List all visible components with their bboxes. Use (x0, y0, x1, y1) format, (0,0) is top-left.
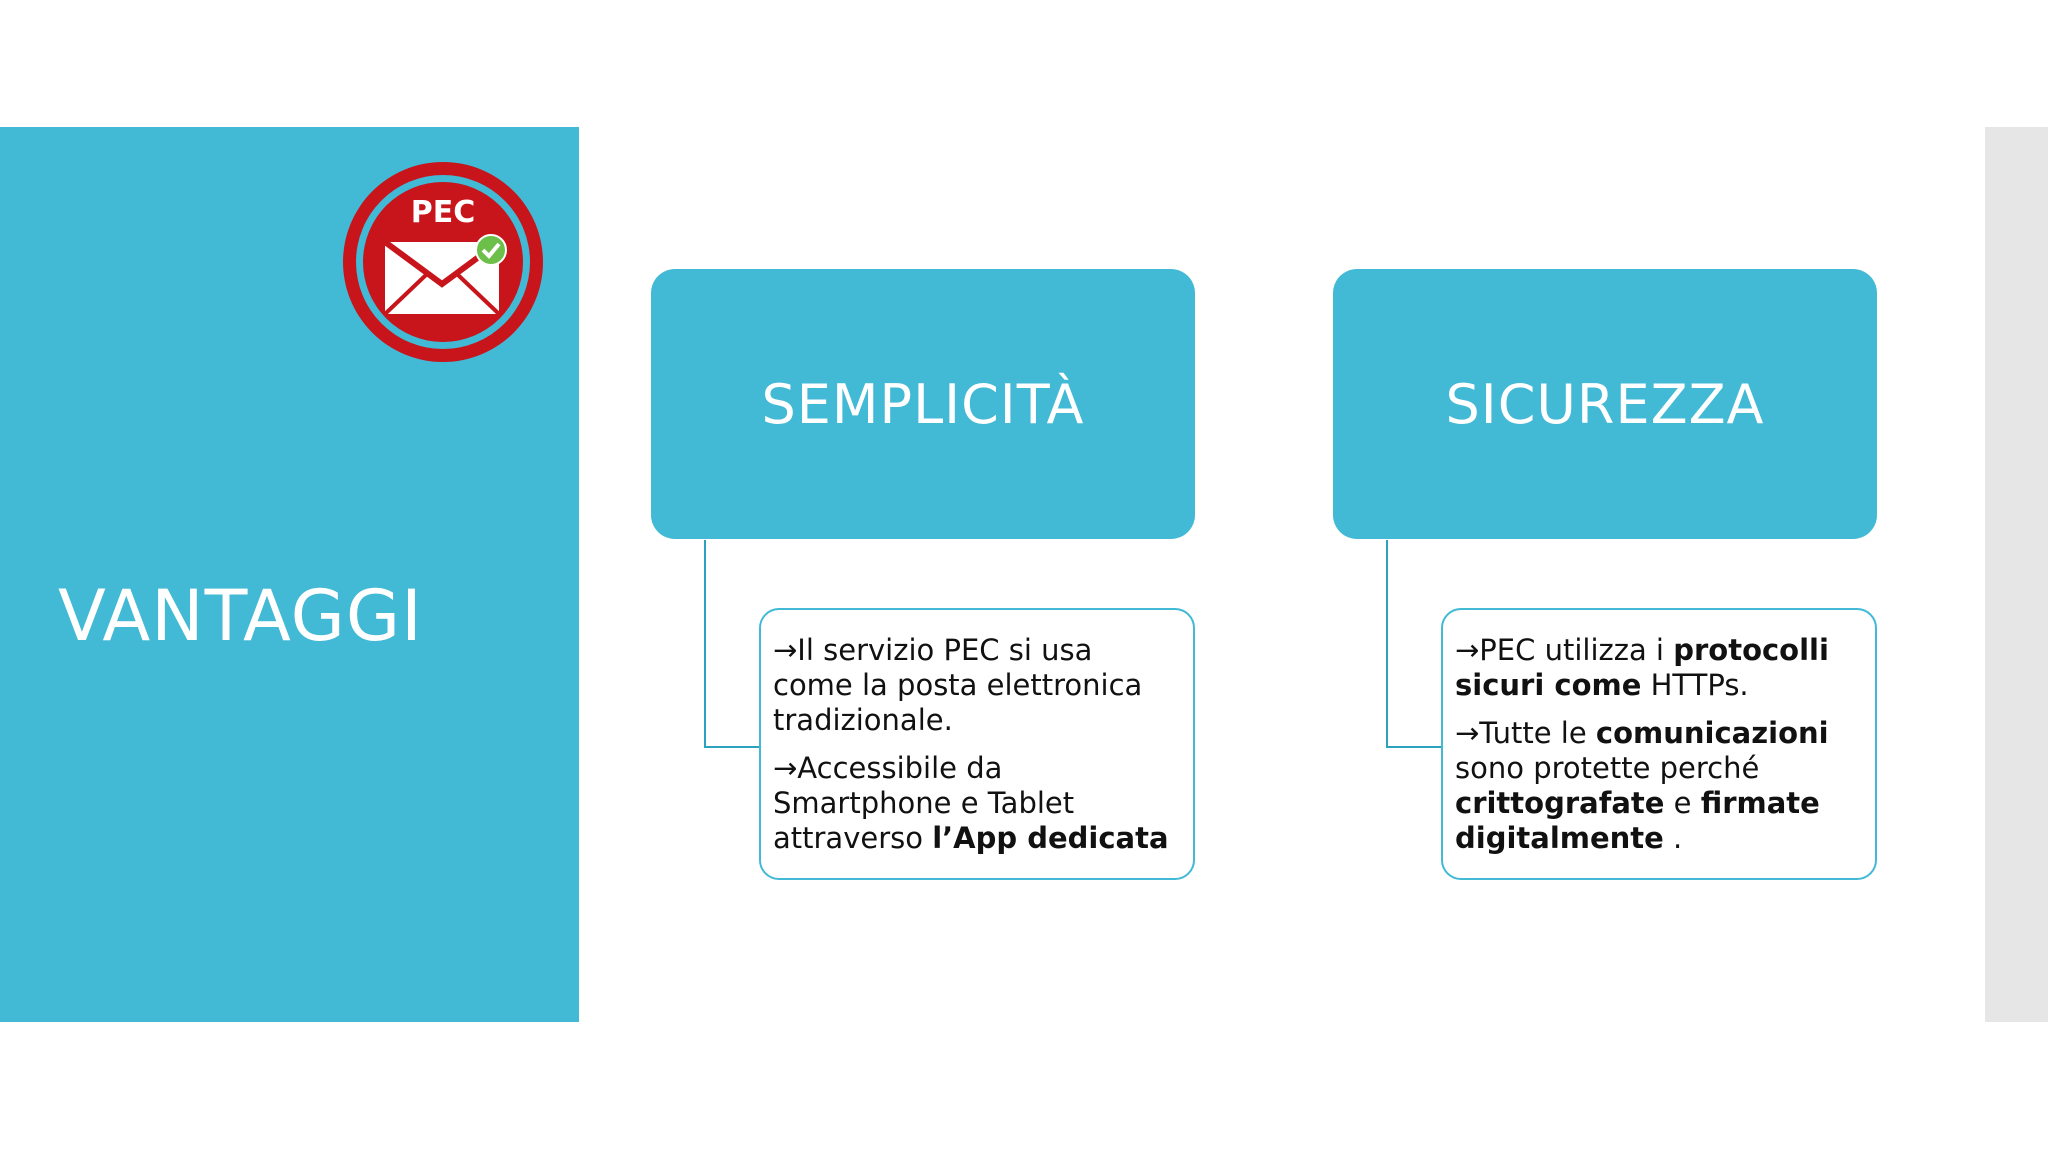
heading-semplicita: SEMPLICITÀ (761, 372, 1085, 436)
point-text-bold: protocolli sicuri come (1455, 632, 1829, 702)
detail-box-sicurezza: →PEC utilizza i protocolli sicuri come H… (1441, 608, 1877, 880)
point-text: →Accessibile da Smartphone e Tablet attr… (773, 750, 1075, 855)
envelope-check-icon: PEC (343, 162, 543, 362)
point-text-bold: firmate digitalmente (1455, 785, 1820, 855)
heading-box-sicurezza: SICUREZZA (1333, 269, 1877, 539)
slide-title: VANTAGGI (58, 574, 423, 657)
logo-text: PEC (411, 195, 476, 230)
connector-line (704, 540, 760, 748)
connector-line (1386, 540, 1442, 748)
heading-box-semplicita: SEMPLICITÀ (651, 269, 1195, 539)
side-strip (1985, 127, 2048, 1022)
heading-sicurezza: SICUREZZA (1445, 372, 1765, 436)
point-text: sono protette perché (1455, 750, 1760, 785)
point-text-bold: comunicazioni (1595, 715, 1829, 750)
point-text: . (1663, 820, 1683, 855)
bullet-point: →Accessibile da Smartphone e Tablet attr… (773, 751, 1181, 856)
point-text-bold: crittografate (1455, 785, 1665, 820)
bullet-point: →Tutte le comunicazioni sono protette pe… (1455, 716, 1863, 856)
point-text: HTTPs. (1641, 667, 1749, 702)
point-text: e (1664, 785, 1701, 820)
point-text: →PEC utilizza i (1455, 632, 1674, 667)
bullet-point: →Il servizio PEC si usa come la posta el… (773, 633, 1181, 738)
point-text: →Tutte le (1455, 715, 1596, 750)
pec-logo: PEC (341, 160, 545, 364)
point-text-bold: l’App dedicata (932, 820, 1169, 855)
detail-box-semplicita: →Il servizio PEC si usa come la posta el… (759, 608, 1195, 880)
point-text: →Il servizio PEC si usa come la posta el… (773, 632, 1143, 737)
bullet-point: →PEC utilizza i protocolli sicuri come H… (1455, 633, 1863, 703)
